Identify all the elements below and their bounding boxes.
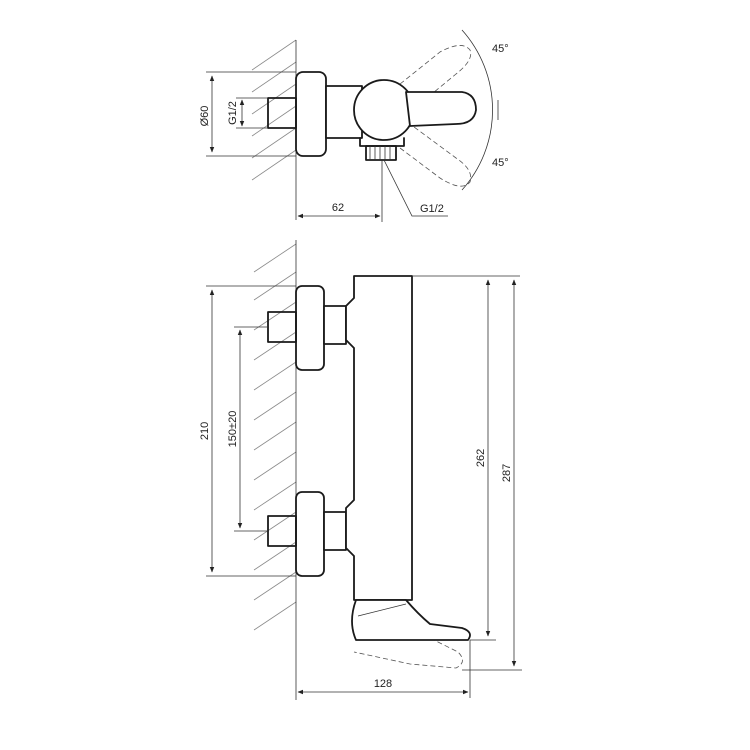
front-upper-pipe (267, 311, 297, 343)
top-wall-hatch (251, 39, 297, 181)
top-lever-ghost-upper (399, 45, 472, 113)
outlet-leader (383, 159, 448, 217)
dim-outlet-thread: G1/2 (420, 203, 444, 215)
front-upper-connector (323, 305, 347, 345)
top-lever-ghost-lower (399, 123, 472, 187)
dim-front-inlet-spacing: 150±20 (227, 411, 239, 448)
front-lever-ghost (353, 615, 463, 669)
top-view: 45° 45° Ø60 G1/2 62 G1/2 (199, 29, 509, 222)
front-lower-connector (323, 511, 347, 551)
front-main-body (345, 275, 413, 601)
dim-front-body-height: 262 (475, 449, 487, 467)
front-lower-rose (295, 491, 325, 577)
dim-front-projection: 128 (374, 678, 392, 690)
angle-lower-label: 45° (492, 157, 509, 169)
front-wall-hatch (253, 243, 297, 631)
top-lever (405, 91, 477, 127)
dim-front-inlet-span: 210 (199, 422, 211, 440)
front-upper-rose (295, 285, 325, 371)
angle-arc (461, 29, 493, 191)
angle-upper-label: 45° (492, 43, 509, 55)
dim-top-thread-inlet: G1/2 (227, 101, 239, 125)
front-view: 210 150±20 262 287 128 (199, 240, 522, 700)
top-outlet-thread (365, 145, 397, 161)
dim-top-depth: 62 (332, 202, 344, 214)
top-cartridge (353, 79, 415, 141)
front-lower-pipe (267, 515, 297, 547)
dim-top-diameter: Ø60 (199, 106, 211, 127)
top-rose (295, 71, 327, 157)
front-lever (351, 599, 471, 641)
dim-front-total-height: 287 (501, 464, 513, 482)
top-inlet-pipe (267, 97, 297, 129)
